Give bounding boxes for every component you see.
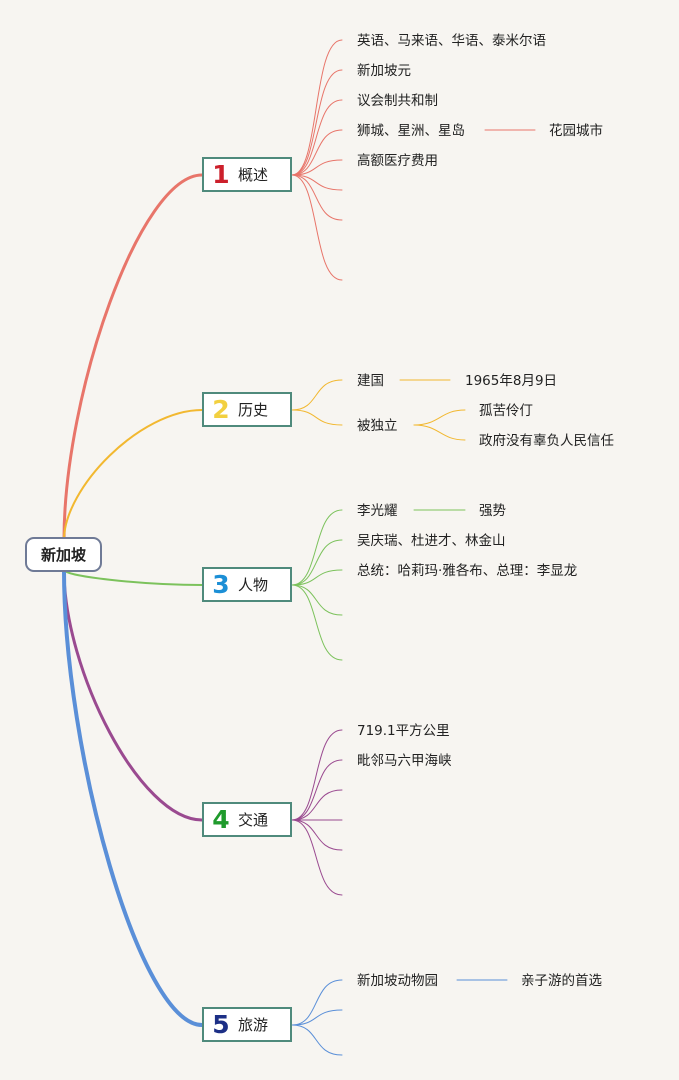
root-branch-3 [63, 569, 203, 586]
overview-branch-5 [291, 159, 343, 176]
overview-branch-2 [291, 69, 343, 176]
tourism-branch-1 [291, 979, 343, 1026]
trust-link [413, 424, 466, 441]
root-branch-4 [62, 568, 204, 822]
leaf-founders[interactable]: 吴庆瑞、杜进才、林金山 [357, 533, 506, 549]
topic-label: 历史 [238, 401, 269, 419]
leaf-zoo[interactable]: 新加坡动物园 [357, 973, 438, 989]
number-5-icon: 5 [212, 1010, 230, 1039]
transport-branch-2 [291, 759, 343, 821]
history-branch-1 [291, 379, 343, 411]
topic-people[interactable]: 3 人物 [202, 567, 292, 602]
topic-overview[interactable]: 1 概述 [202, 157, 292, 192]
transport-branch-5 [291, 819, 343, 851]
topic-label: 交通 [238, 811, 269, 829]
leaf-founding[interactable]: 建国 [357, 373, 384, 389]
people-branch-2 [291, 539, 343, 586]
overview-branch-1 [291, 39, 343, 176]
leaf-garden-city[interactable]: 花园城市 [549, 123, 603, 139]
leaf-strong[interactable]: 强势 [479, 503, 506, 519]
tourism-branch-3 [291, 1024, 343, 1056]
leaf-languages[interactable]: 英语、马来语、华语、泰米尔语 [357, 33, 546, 49]
overview-branch-6 [291, 174, 343, 191]
transport-branch-1 [291, 729, 343, 821]
root-label: 新加坡 [40, 546, 86, 564]
number-4-icon: 4 [212, 805, 230, 834]
tourism-branch-2 [291, 1009, 343, 1026]
leaf-founding-date[interactable]: 1965年8月9日 [465, 373, 558, 389]
topic-tourism[interactable]: 5 旅游 [202, 1007, 292, 1042]
leaf-trust[interactable]: 政府没有辜负人民信任 [479, 433, 614, 449]
leaf-isolated[interactable]: 孤苦伶仃 [479, 403, 533, 419]
people-branch-5 [291, 584, 343, 661]
transport-branch-6 [291, 819, 343, 896]
leaf-family-choice[interactable]: 亲子游的首选 [521, 973, 602, 989]
leaf-medical[interactable]: 高额医疗费用 [357, 153, 438, 169]
leaf-currency[interactable]: 新加坡元 [357, 63, 411, 79]
leaf-area[interactable]: 719.1平方公里 [357, 723, 450, 739]
history-branch-2 [291, 409, 343, 426]
people-branch-1 [291, 509, 343, 586]
number-3-icon: 3 [212, 570, 230, 599]
root-node[interactable]: 新加坡 [25, 537, 102, 572]
topic-transport[interactable]: 4 交通 [202, 802, 292, 837]
root-branch-2 [63, 409, 203, 541]
leaf-nicknames[interactable]: 狮城、星洲、星岛 [357, 123, 465, 139]
leaf-lee-kuan-yew[interactable]: 李光耀 [357, 503, 398, 519]
leaf-independence[interactable]: 被独立 [357, 418, 398, 434]
people-branch-3 [291, 569, 343, 586]
root-branch-1 [62, 173, 204, 542]
leaf-leaders[interactable]: 总统：哈莉玛·雅各布、总理：李显龙 [357, 563, 578, 579]
transport-branch-3 [291, 789, 343, 821]
topic-label: 人物 [238, 576, 269, 594]
leaf-government[interactable]: 议会制共和制 [357, 93, 438, 109]
isolated-link [413, 409, 466, 426]
overview-branch-8 [291, 174, 343, 281]
overview-branch-3 [291, 99, 343, 176]
number-2-icon: 2 [212, 395, 230, 424]
root-branch-5 [62, 568, 204, 1027]
leaf-strait[interactable]: 毗邻马六甲海峡 [357, 753, 452, 769]
topic-history[interactable]: 2 历史 [202, 392, 292, 427]
overview-branch-7 [291, 174, 343, 221]
people-branch-4 [291, 584, 343, 616]
overview-branch-4 [291, 129, 343, 176]
number-1-icon: 1 [212, 160, 230, 189]
topic-label: 概述 [238, 166, 269, 184]
topic-label: 旅游 [238, 1016, 269, 1034]
